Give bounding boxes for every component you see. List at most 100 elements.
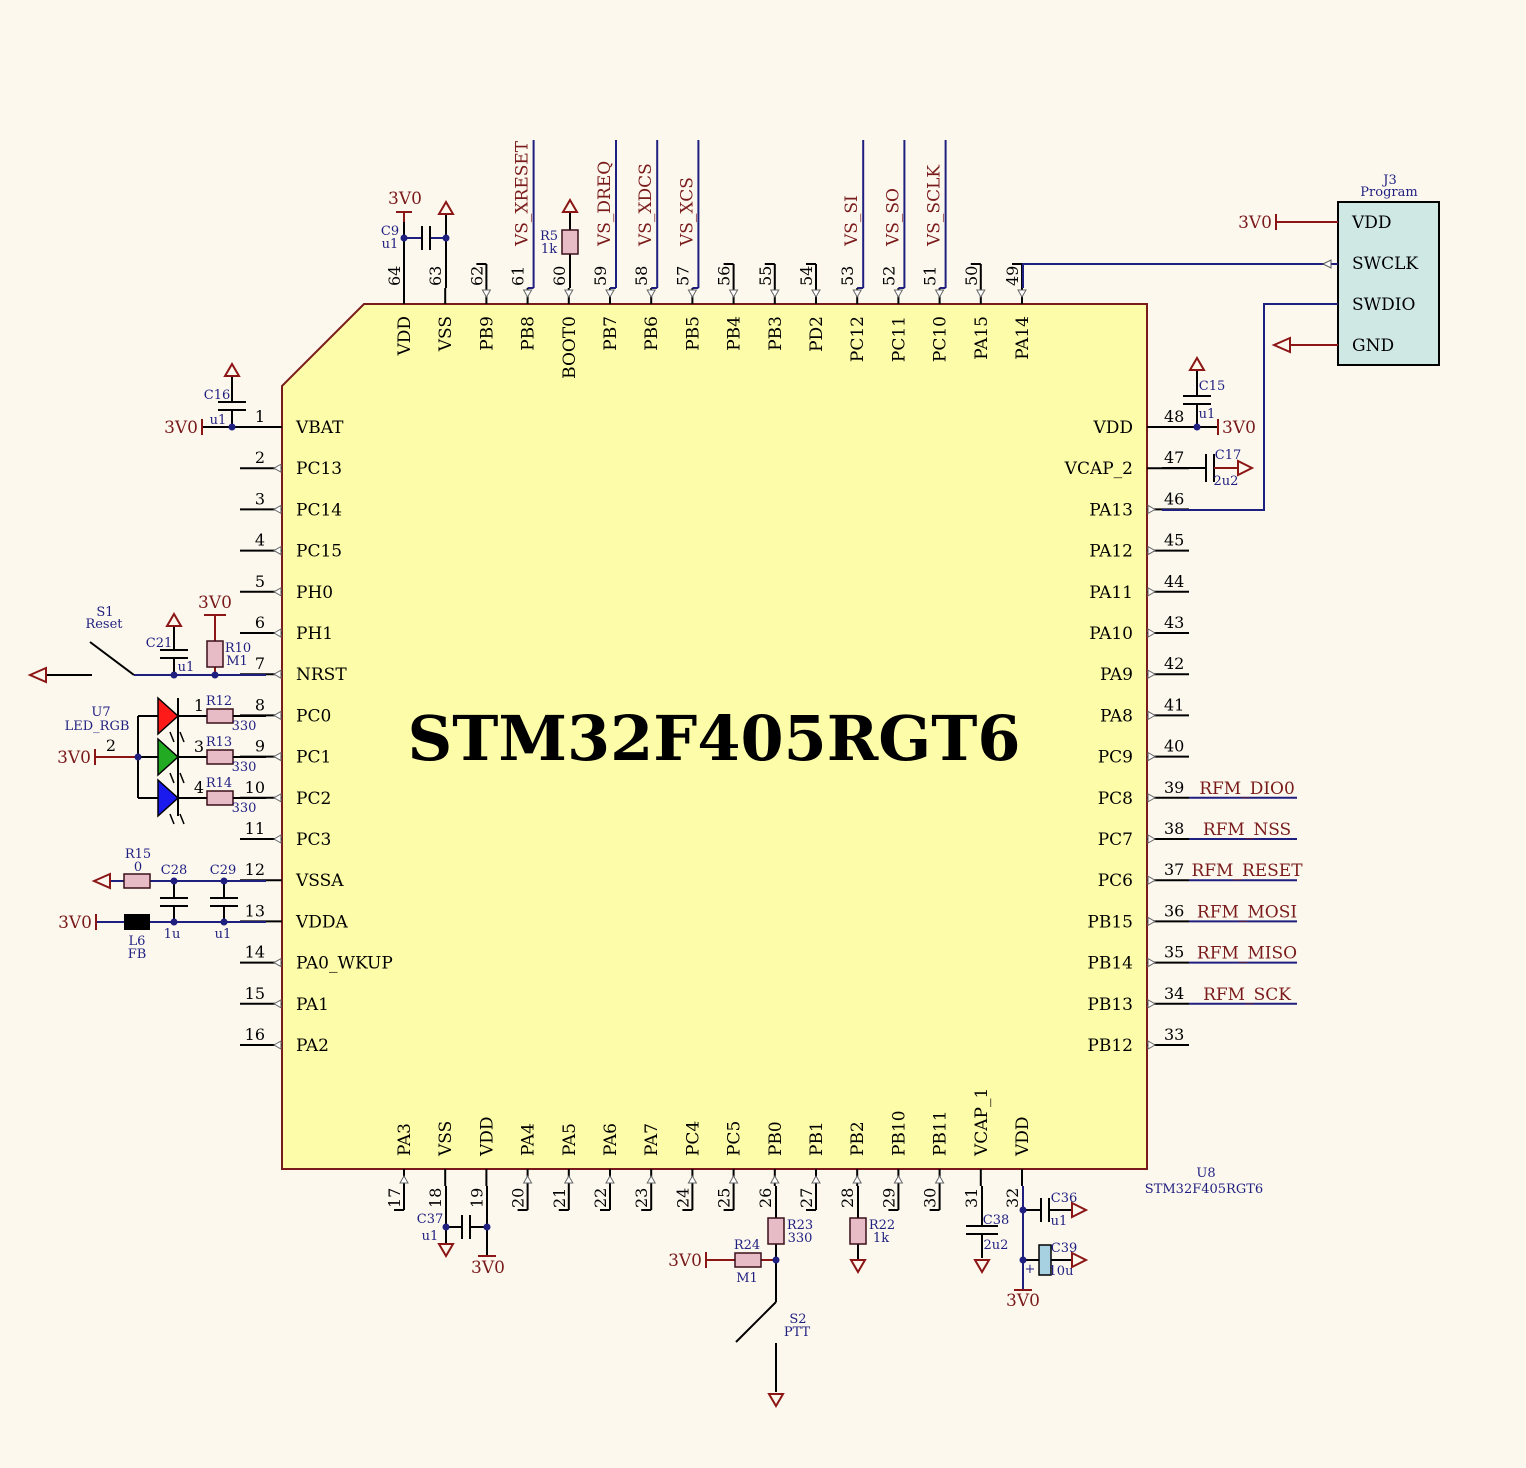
pin-number: 45 bbox=[1164, 531, 1184, 550]
junction bbox=[400, 234, 408, 242]
pin-number: 20 bbox=[509, 1188, 528, 1208]
junction bbox=[170, 918, 178, 926]
pin-number: 53 bbox=[838, 266, 857, 286]
pin-name-pc3: PC3 bbox=[296, 830, 331, 850]
pin-marker bbox=[769, 289, 780, 299]
junction bbox=[442, 1223, 450, 1231]
pin-name-pb13: PB13 bbox=[1087, 995, 1133, 1015]
cap-c36-val: u1 bbox=[1051, 1214, 1068, 1229]
pin-name-pa14: PA14 bbox=[1013, 316, 1033, 360]
pin-number: 43 bbox=[1164, 613, 1184, 632]
pin-number: 38 bbox=[1164, 819, 1184, 838]
connector-pin-vdd: VDD bbox=[1351, 213, 1392, 233]
led-rgb-group: U7 LED_RGB 3V0 2 1 3 4 R12 330 R13 330 R… bbox=[57, 694, 266, 825]
cap-c29-val: u1 bbox=[215, 927, 232, 942]
pin-marker bbox=[272, 1040, 282, 1050]
net-label: VS_XCS bbox=[677, 177, 697, 247]
junction bbox=[220, 918, 228, 926]
resistor-r10-val: M1 bbox=[226, 654, 248, 669]
pin-name-nrst: NRST bbox=[296, 665, 347, 685]
net-label: VS_SO bbox=[883, 188, 903, 247]
pin-number: 15 bbox=[245, 984, 265, 1003]
pin-number: 33 bbox=[1164, 1025, 1184, 1044]
cap-c29 bbox=[210, 881, 238, 922]
led-green-diode-icon bbox=[157, 737, 180, 777]
pin-number: 26 bbox=[756, 1188, 775, 1208]
pin-marker bbox=[1147, 957, 1157, 968]
pin-number: 59 bbox=[591, 266, 610, 286]
pin-marker bbox=[975, 289, 986, 299]
power-label-3v0: 3V0 bbox=[471, 1258, 505, 1278]
pin-name-pb11: PB11 bbox=[931, 1110, 951, 1156]
pin-number: 57 bbox=[673, 266, 692, 286]
net-label: RFM_SCK bbox=[1203, 985, 1291, 1005]
led-emission-arrows-icon bbox=[169, 731, 185, 825]
net-label: RFM_NSS bbox=[1203, 820, 1291, 840]
junction bbox=[1019, 1256, 1027, 1264]
ground-arrow-icon bbox=[973, 1259, 991, 1274]
pin-number: 23 bbox=[632, 1188, 651, 1208]
pin-marker bbox=[272, 834, 282, 844]
pin-number: 55 bbox=[756, 266, 775, 286]
resistor-r10-ref: R10 bbox=[225, 641, 251, 656]
cap-c15-val: u1 bbox=[1199, 407, 1216, 422]
analog-supply-group: R15 0 3V0 L6 FB C28 1u C29 u1 bbox=[58, 847, 266, 962]
pin-number: 30 bbox=[921, 1188, 940, 1208]
resistor-r23-val: 330 bbox=[788, 1231, 813, 1246]
cap-c39 bbox=[1038, 1244, 1052, 1276]
pin-number: 17 bbox=[385, 1188, 404, 1208]
pin-marker bbox=[272, 504, 282, 515]
pin-number: 5 bbox=[255, 572, 265, 591]
pin-number: 24 bbox=[673, 1188, 692, 1208]
power-label-3v0: 3V0 bbox=[1238, 213, 1272, 233]
pin-marker bbox=[522, 289, 533, 299]
pin-number: 9 bbox=[255, 737, 265, 756]
chip-name: STM32F405RGT6 bbox=[407, 702, 1020, 775]
led-pin-g: 3 bbox=[194, 737, 204, 756]
pin-name-pa3: PA3 bbox=[395, 1123, 415, 1156]
pin-name-pa5: PA5 bbox=[560, 1123, 580, 1156]
pin-marker bbox=[811, 289, 821, 299]
ground-arrow-icon bbox=[223, 362, 241, 377]
pin-name-pb10: PB10 bbox=[889, 1110, 909, 1156]
resistor-r24 bbox=[734, 1252, 762, 1268]
resistor-r22 bbox=[849, 1217, 867, 1245]
resistor-r5-ref: R5 bbox=[540, 229, 558, 244]
reset-circuit: S1 Reset C21 u1 3V0 R10 M1 bbox=[27, 593, 266, 684]
cap-c37 bbox=[446, 1215, 487, 1239]
resistor-r12 bbox=[206, 708, 234, 724]
pin-marker bbox=[893, 289, 904, 299]
cap-c21-ref: C21 bbox=[146, 636, 173, 651]
pin-name-pb5: PB5 bbox=[683, 316, 703, 351]
pin-name-pc12: PC12 bbox=[848, 316, 868, 362]
connector-body bbox=[1337, 201, 1440, 366]
led-pin-r: 1 bbox=[194, 696, 204, 715]
pin-marker bbox=[272, 545, 282, 556]
pin-marker bbox=[522, 1174, 533, 1184]
pin-name-vcap_2: VCAP_2 bbox=[1064, 459, 1133, 479]
resistor-r15 bbox=[123, 873, 151, 889]
pin-name-pb4: PB4 bbox=[725, 316, 745, 351]
pin-name-pa4: PA4 bbox=[519, 1123, 539, 1156]
pin-marker bbox=[1147, 875, 1157, 886]
junction bbox=[170, 671, 178, 679]
pin-marker bbox=[272, 628, 282, 638]
junction bbox=[220, 877, 228, 885]
pin-name-pc9: PC9 bbox=[1098, 748, 1133, 768]
cap-c9-ref: C9 bbox=[381, 224, 399, 239]
resistor-r5-val: 1k bbox=[541, 242, 557, 257]
resistor-r24-val: M1 bbox=[736, 1271, 758, 1286]
pin-name-pc4: PC4 bbox=[683, 1121, 703, 1156]
pin-name-vssa: VSSA bbox=[295, 871, 344, 891]
pin-name-pb8: PB8 bbox=[519, 316, 539, 351]
pin-name-pa7: PA7 bbox=[642, 1123, 662, 1156]
right-net-labels: RFM_DIO0RFM_NSSRFM_RESETRFM_MOSIRFM_MISO… bbox=[1189, 779, 1303, 1005]
chip-body bbox=[281, 303, 1148, 1170]
pin-marker bbox=[1147, 586, 1157, 597]
connector-designator: J3 bbox=[1381, 173, 1396, 188]
pin-name-vdd: VDD bbox=[395, 316, 415, 357]
resistor-r10 bbox=[206, 640, 224, 668]
pin-name-ph0: PH0 bbox=[296, 583, 333, 603]
pin-number: 10 bbox=[245, 778, 265, 797]
